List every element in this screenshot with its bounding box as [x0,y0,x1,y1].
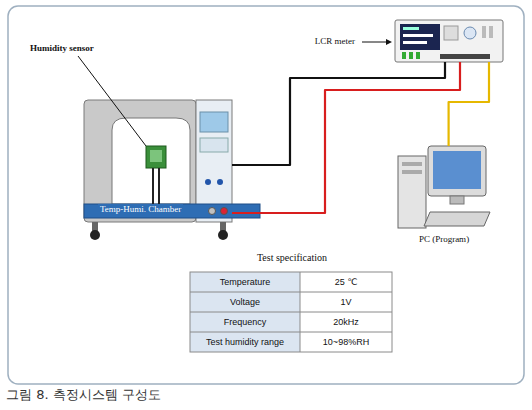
chamber-node: Temp-Humi. Chamber [84,100,232,236]
table-cell: 10~98%RH [323,337,369,347]
table-cell: Test humidity range [206,337,284,347]
spec-table [190,272,392,352]
lcr-meter-drawing [362,20,503,62]
table-cell: 1V [340,297,351,307]
table-cell: 20kHz [333,317,359,327]
caption: 그림 8. 측정시스템 구성도 [6,388,161,403]
table-cell: Voltage [230,297,260,307]
node-label: PC (Program) [419,234,469,244]
label: Test specification [257,252,327,264]
table-cell: Temperature [220,277,271,287]
chamber-drawing [84,100,260,240]
table-cell: Frequency [224,317,267,327]
cable [449,62,489,146]
pc-drawing [398,146,490,228]
cable [232,62,445,165]
node-label: Temp-Humi. Chamber [98,204,183,214]
humidity-sensor [78,56,166,204]
label: Humidity sensor [30,43,94,53]
table-cell: 25 ℃ [335,277,358,287]
cable [232,62,460,213]
node-label: LCR meter [315,36,355,46]
lcr-meter-node: LCR meter [395,20,503,62]
pc-node: PC (Program) [398,146,490,228]
frame [8,6,524,384]
